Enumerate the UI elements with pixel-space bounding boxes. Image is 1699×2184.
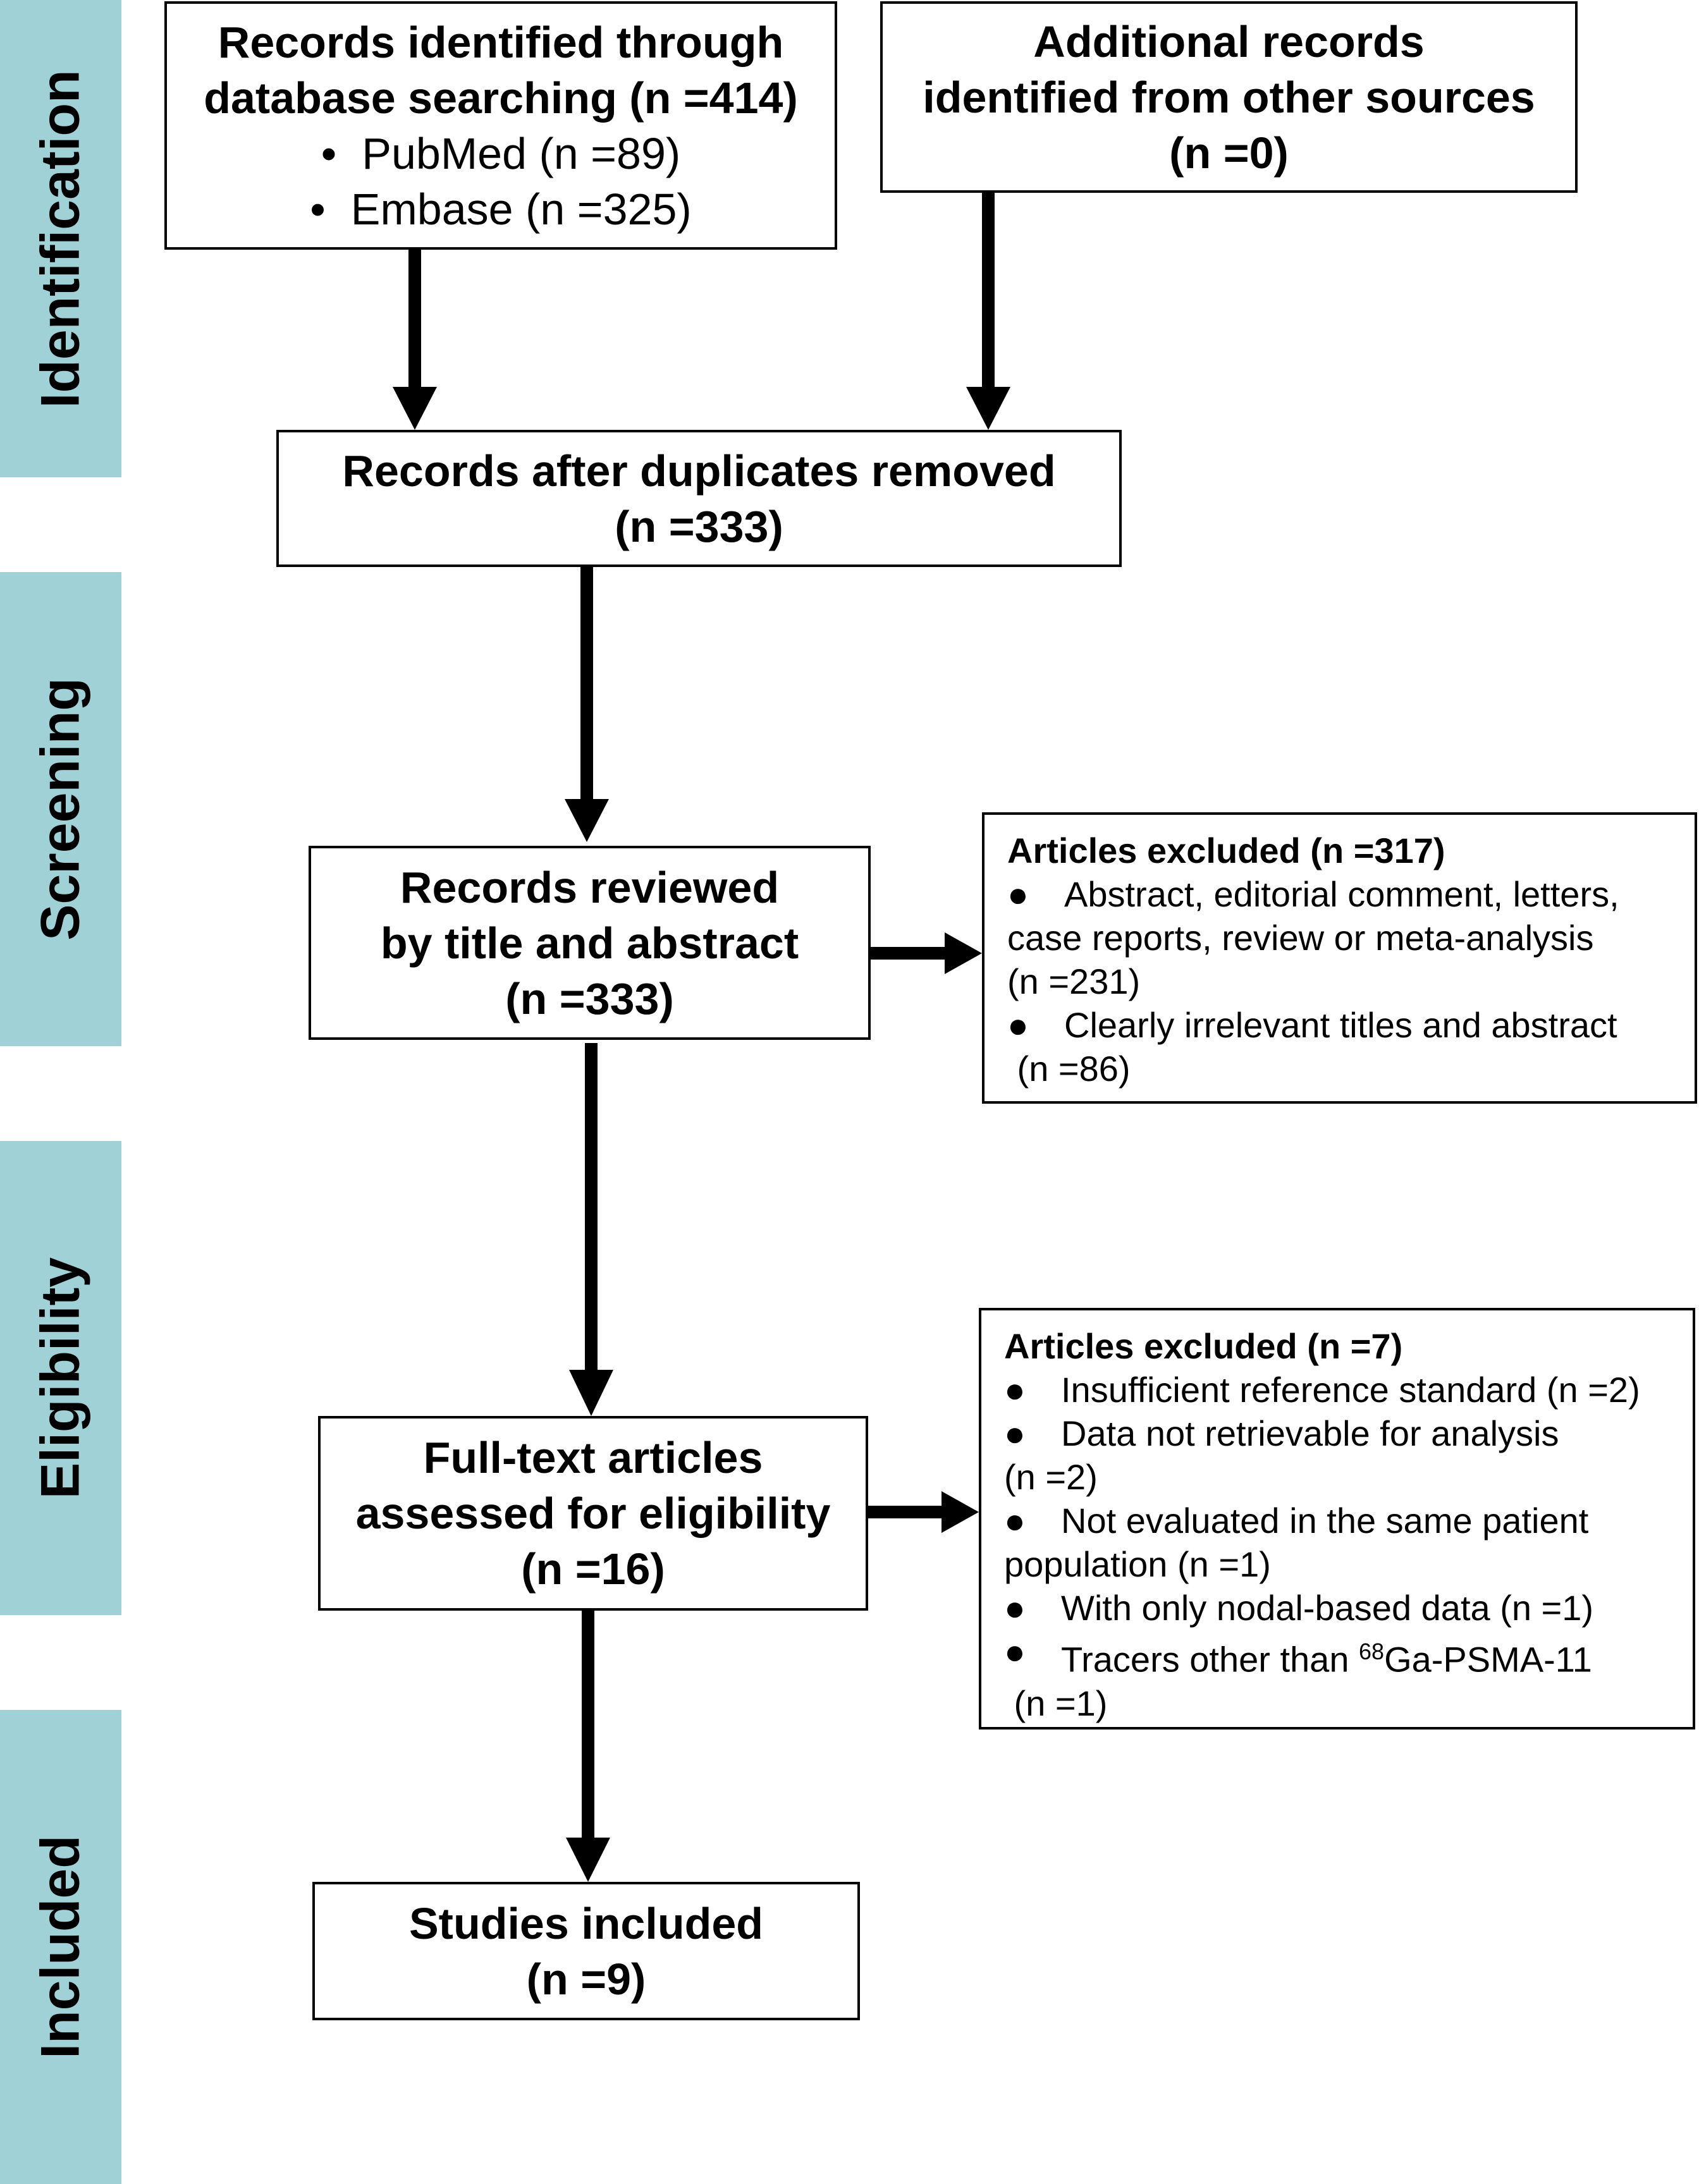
database-item-pubmed: • PubMed (n =89) (321, 126, 680, 181)
excluded-eligibility-item-4: ● With only nodal-based data (n =1) (1004, 1586, 1670, 1630)
reviewed-line1: Records reviewed (400, 862, 780, 912)
arrowhead-fulltext-to-excluded (942, 1491, 979, 1533)
included-line2: (n =9) (526, 1954, 646, 2004)
excluded-screening-item-1: ● Abstract, editorial comment, letters, (1007, 872, 1672, 916)
bullet: ● (1007, 1005, 1029, 1045)
excluded-screening-item-2: ● Clearly irrelevant titles and abstract (1007, 1003, 1672, 1047)
bullet: ● (1004, 1632, 1026, 1671)
arrowhead-reviewed-to-excluded (945, 932, 982, 974)
arrowhead-duplicates-to-reviewed (565, 799, 609, 842)
item-3-line2: population (n =1) (1004, 1544, 1271, 1584)
pubmed-count: PubMed (n =89) (362, 128, 681, 178)
item-5-line2: (n =1) (1004, 1683, 1108, 1723)
studies-included-box: Studies included (n =9) (312, 1882, 860, 2020)
duplicates-removed-box: Records after duplicates removed (n =333… (276, 430, 1122, 567)
embase-count: Embase (n =325) (350, 184, 692, 234)
item-2-line1: Clearly irrelevant titles and abstract (1064, 1005, 1617, 1045)
bullet: • (321, 128, 337, 178)
item-4-text: With only nodal-based data (n =1) (1061, 1588, 1594, 1628)
excluded-eligibility-item-3: ● Not evaluated in the same patient (1004, 1499, 1670, 1542)
fulltext-line2: assessed for eligibility (355, 1489, 831, 1538)
excluded-eligibility-item-2: ● Data not retrievable for analysis (1004, 1412, 1670, 1455)
excluded-eligibility-title: Articles excluded (n =7) (1004, 1326, 1403, 1366)
item-1-line1: Abstract, editorial comment, letters, (1064, 874, 1619, 914)
records-reviewed-box: Records reviewed by title and abstract (… (309, 846, 871, 1040)
other-sources-box: Additional records identified from other… (880, 1, 1578, 193)
item-2-line2: (n =2) (1004, 1457, 1098, 1497)
item-5-suffix: Ga-PSMA-11 (1384, 1639, 1592, 1680)
excluded-screening-box: Articles excluded (n =317) ● Abstract, e… (982, 812, 1697, 1104)
database-item-embase: • Embase (n =325) (310, 181, 691, 237)
bullet: ● (1004, 1501, 1026, 1540)
duplicates-line2: (n =333) (615, 501, 783, 551)
phase-eligibility: Eligibility (0, 1141, 121, 1615)
reviewed-line2: by title and abstract (380, 918, 799, 968)
excluded-screening-title: Articles excluded (n =317) (1007, 831, 1445, 870)
item-2-line2: (n =86) (1007, 1049, 1131, 1089)
phase-identification: Identification (0, 0, 121, 477)
item-1-line2: case reports, review or meta-analysis (1007, 918, 1594, 958)
arrowhead-other-to-duplicates (966, 387, 1010, 430)
bullet: ● (1004, 1370, 1026, 1410)
fulltext-line3: (n =16) (521, 1544, 665, 1594)
phase-screening: Screening (0, 572, 121, 1046)
database-search-box: Records identified through database sear… (164, 1, 837, 250)
arrowhead-fulltext-to-included (566, 1838, 610, 1882)
bullet: ● (1007, 874, 1029, 914)
item-5-prefix: Tracers other than (1061, 1639, 1359, 1680)
full-text-box: Full-text articles assessed for eligibil… (318, 1416, 868, 1611)
included-line1: Studies included (408, 1898, 764, 1948)
bullet: • (310, 184, 326, 234)
excluded-eligibility-item-5: ● Tracers other than 68Ga-PSMA-11 (1004, 1630, 1670, 1681)
fulltext-line1: Full-text articles (423, 1433, 763, 1482)
excluded-eligibility-box: Articles excluded (n =7) ● Insufficient … (979, 1308, 1695, 1730)
database-title-line1: Records identified through (218, 17, 784, 67)
other-sources-line2: identified from other sources (923, 72, 1535, 122)
arrowhead-reviewed-to-fulltext (569, 1370, 613, 1416)
duplicates-line1: Records after duplicates removed (342, 446, 1056, 496)
bullet: ● (1004, 1413, 1026, 1453)
item-5-text: Tracers other than 68Ga-PSMA-11 (1061, 1630, 1592, 1681)
phase-included: Included (0, 1710, 121, 2184)
item-5-superscript: 68 (1359, 1638, 1385, 1664)
database-title-line2: database searching (n =414) (204, 73, 798, 123)
item-1-text: Insufficient reference standard (n =2) (1061, 1370, 1640, 1410)
item-3-line1: Not evaluated in the same patient (1061, 1501, 1589, 1540)
bullet: ● (1004, 1588, 1026, 1628)
item-1-line3: (n =231) (1007, 961, 1141, 1001)
item-2-line1: Data not retrievable for analysis (1061, 1413, 1559, 1453)
other-sources-line1: Additional records (1033, 16, 1425, 66)
other-sources-line3: (n =0) (1169, 128, 1289, 178)
excluded-eligibility-item-1: ● Insufficient reference standard (n =2) (1004, 1368, 1670, 1412)
arrowhead-database-to-duplicates (393, 387, 437, 430)
reviewed-line3: (n =333) (505, 973, 674, 1023)
